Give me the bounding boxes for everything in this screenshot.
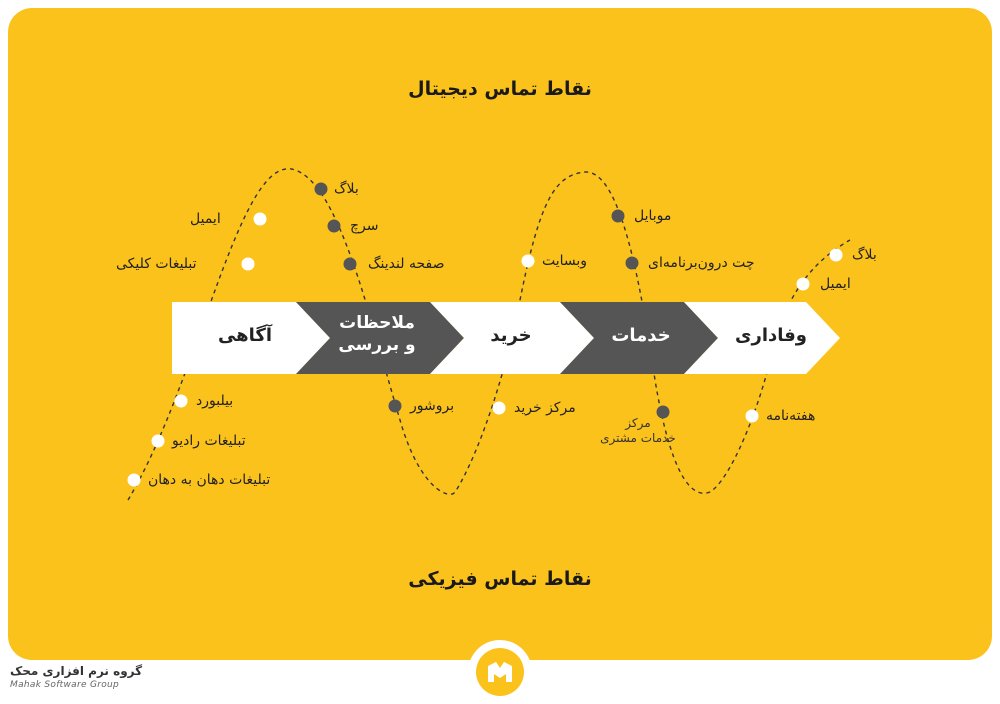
dot-service-inapp-chat [625, 256, 639, 270]
dot-service-mobile [611, 209, 625, 223]
label-service-center-line1: مرکز [625, 416, 651, 430]
brand-name-fa: گروه نرم افزاری محک [10, 664, 143, 678]
digital-touchpoints-heading: نقاط تماس دیجیتال [408, 78, 592, 100]
stage-purchase-label: خرید [490, 325, 532, 346]
dot-loyalty-blog [829, 248, 843, 262]
label-consideration-landing: صفحه لندینگ [368, 256, 445, 272]
brand-block: گروه نرم افزاری محک Mahak Software Group [10, 660, 150, 696]
stage-service-label: خدمات [611, 325, 671, 346]
label-service-mobile: موبایل [634, 208, 672, 224]
dot-service-center [656, 405, 670, 419]
label-consideration-brochure: بروشور [410, 398, 455, 414]
dot-purchase-mall [492, 401, 506, 415]
physical-touchpoints-heading: نقاط تماس فیزیکی [408, 568, 592, 590]
label-purchase-mall: مرکز خرید [514, 400, 576, 416]
stage-consideration-line2: و بررسی [338, 335, 416, 355]
label-awareness-wom: تبلیغات دهان به دهان [148, 472, 271, 488]
dot-consideration-blog [314, 182, 328, 196]
label-awareness-email: ایمیل [190, 211, 221, 227]
dot-consideration-landing [343, 257, 357, 271]
brand-logo-icon [476, 648, 524, 696]
journey-wave-curve [127, 168, 851, 501]
label-consideration-blog: بلاگ [334, 181, 359, 197]
stage-awareness-arrow [172, 302, 330, 374]
stage-consideration-line1: ملاحظات [339, 313, 415, 333]
logo-mark-icon [488, 662, 512, 682]
label-service-center-line2: خدمات مشتری [600, 431, 676, 445]
dot-consideration-brochure [388, 399, 402, 413]
stage-purchase-arrow [430, 302, 594, 374]
dot-awareness-billboard [174, 394, 188, 408]
dot-loyalty-email [796, 277, 810, 291]
dot-awareness-wom [127, 473, 141, 487]
dot-awareness-ppc [241, 257, 255, 271]
label-loyalty-weekly: هفته‌نامه [766, 408, 816, 424]
dot-consideration-search [327, 219, 341, 233]
stage-consideration-label: ملاحظات و بررسی [322, 312, 432, 360]
stage-loyalty-label: وفاداری [735, 325, 807, 346]
label-loyalty-email: ایمیل [820, 276, 851, 292]
brand-name-en: Mahak Software Group [10, 680, 120, 690]
stage-consideration-arrow [296, 302, 464, 374]
dot-awareness-email [253, 212, 267, 226]
stage-loyalty-arrow [684, 302, 840, 374]
dot-loyalty-weekly [745, 409, 759, 423]
dot-awareness-radio [151, 434, 165, 448]
label-service-inapp-chat: چت درون‌برنامه‌ای [648, 255, 755, 271]
label-loyalty-blog: بلاگ [852, 247, 877, 263]
stage-service-arrow [560, 302, 718, 374]
label-awareness-radio: تبلیغات رادیو [172, 433, 246, 449]
logo-tab [468, 640, 532, 704]
label-service-center: مرکز خدمات مشتری [598, 416, 678, 446]
label-awareness-billboard: بیلبورد [196, 393, 234, 409]
stage-awareness-label: آگاهی [217, 325, 273, 346]
label-awareness-ppc: تبلیغات کلیکی [116, 256, 197, 272]
label-purchase-website: وبسایت [542, 253, 588, 269]
dot-purchase-website [521, 254, 535, 268]
label-consideration-search: سرچ [350, 218, 379, 234]
